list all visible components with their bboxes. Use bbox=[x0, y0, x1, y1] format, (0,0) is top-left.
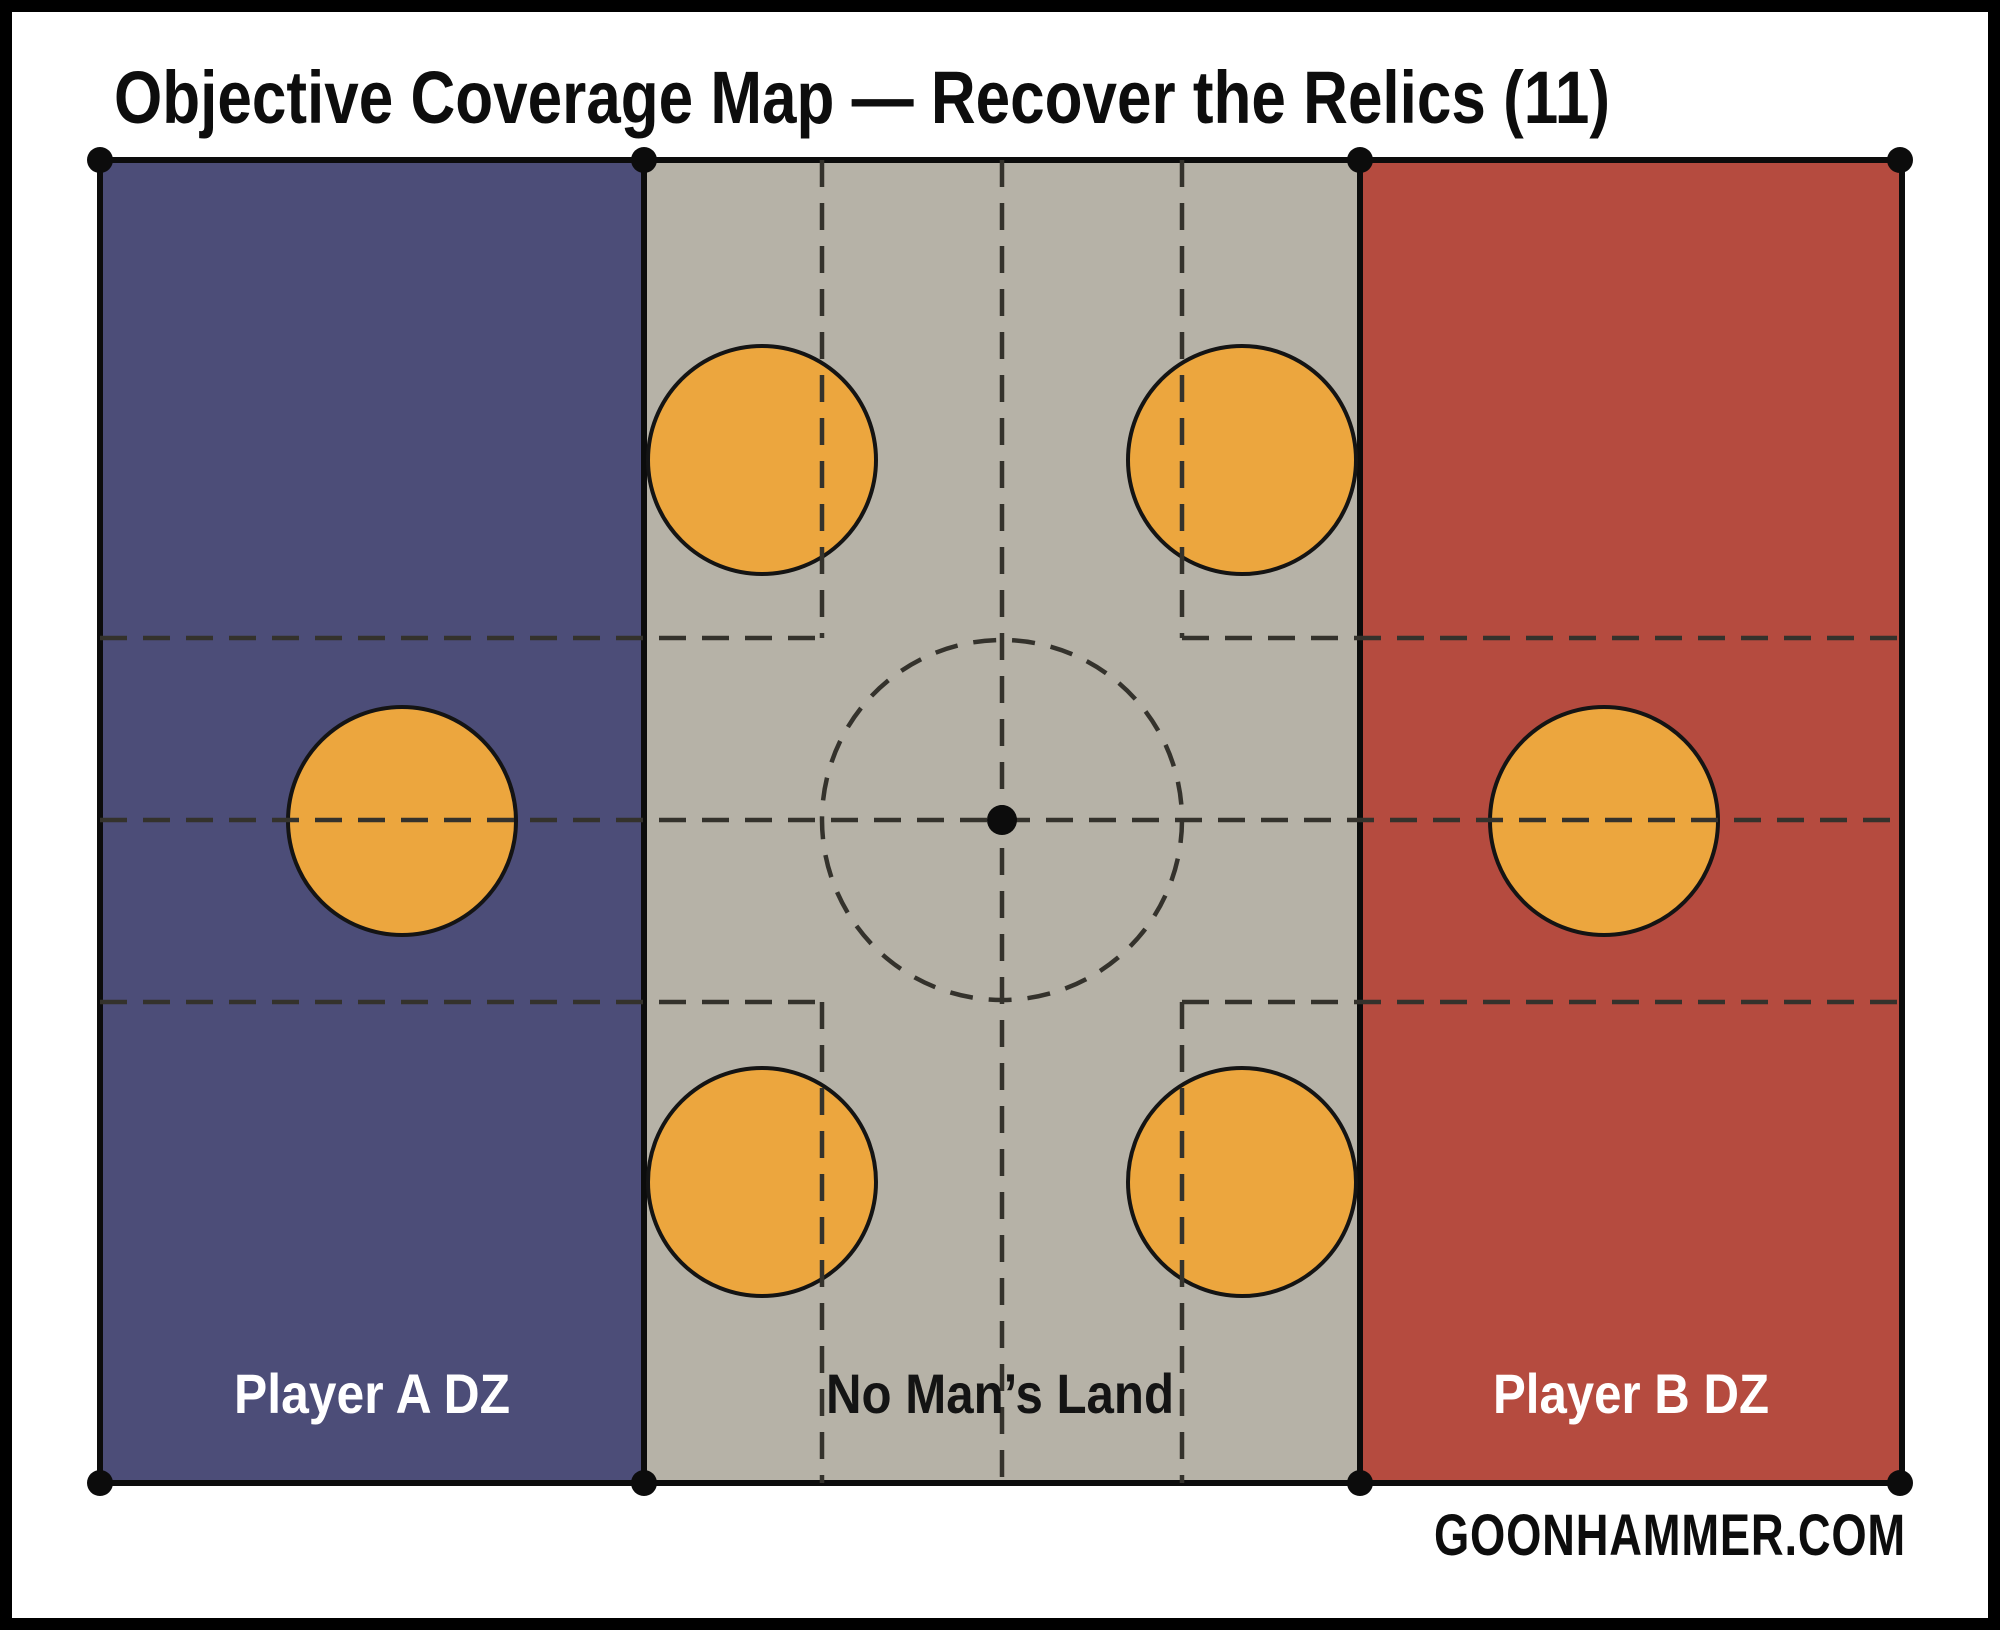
board-corner-dot bbox=[87, 147, 113, 173]
center-dot bbox=[987, 805, 1017, 835]
board-corner-dot bbox=[87, 1470, 113, 1496]
zone-label-no-mans-land: No Man’s Land bbox=[826, 1362, 1174, 1425]
board-corner-dot bbox=[1347, 147, 1373, 173]
objective-markers bbox=[286, 344, 1720, 1298]
page-background: Objective Coverage Map — Recover the Rel… bbox=[12, 12, 1988, 1618]
watermark: GOONHAMMER.COM bbox=[1434, 1503, 1906, 1568]
board-corner-dot bbox=[1347, 1470, 1373, 1496]
objective-marker bbox=[1126, 344, 1358, 576]
objective-marker bbox=[646, 1066, 878, 1298]
objective-marker bbox=[1126, 1066, 1358, 1298]
board-corner-dot bbox=[631, 1470, 657, 1496]
board-corner-dot bbox=[1887, 147, 1913, 173]
corner-dots bbox=[87, 147, 1913, 1496]
zone-label-player-b: Player B DZ bbox=[1493, 1362, 1769, 1425]
zone-label-player-a: Player A DZ bbox=[234, 1362, 510, 1425]
board-corner-dot bbox=[1887, 1470, 1913, 1496]
center-range-circle bbox=[819, 637, 1185, 1003]
page-title: Objective Coverage Map — Recover the Rel… bbox=[114, 56, 1610, 139]
board-corner-dot bbox=[631, 147, 657, 173]
objective-marker bbox=[646, 344, 878, 576]
